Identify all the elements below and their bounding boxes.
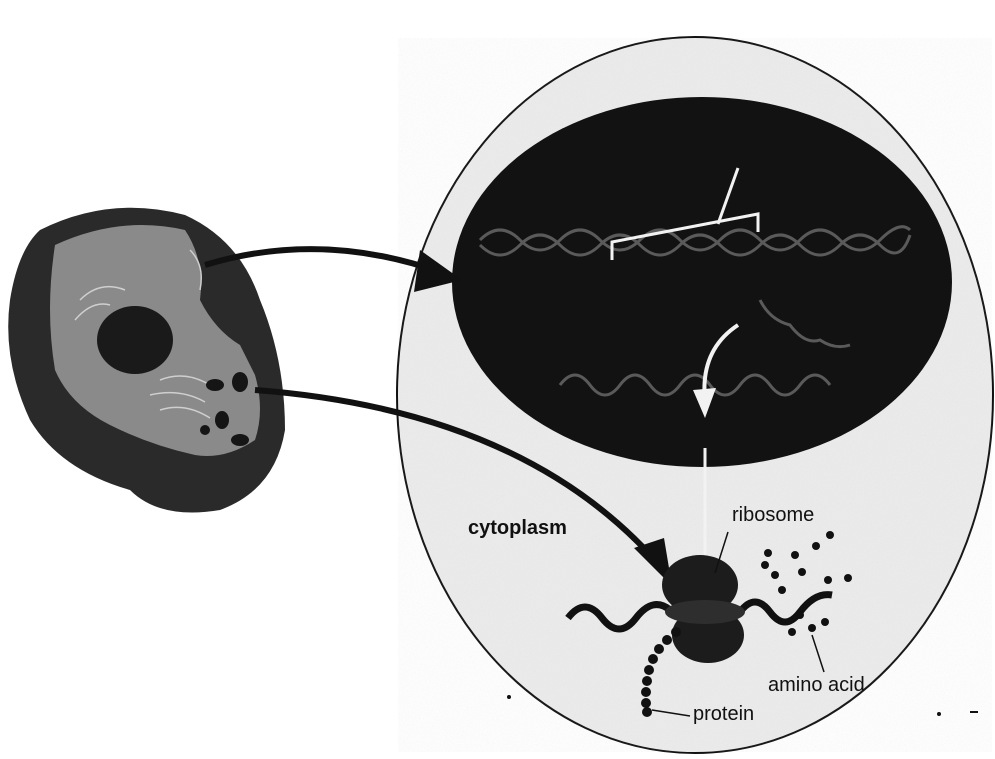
- ribosome-mid-band: [665, 600, 745, 624]
- cell-nucleus: [97, 306, 173, 374]
- nucleus: [452, 97, 952, 467]
- cytoplasm-label: cytoplasm: [468, 517, 567, 540]
- protein-label: protein: [693, 703, 754, 726]
- amino-acid-label: amino acid: [768, 674, 865, 697]
- speck: [937, 712, 941, 716]
- ribosome-label: ribosome: [732, 504, 814, 527]
- speck: [507, 695, 511, 699]
